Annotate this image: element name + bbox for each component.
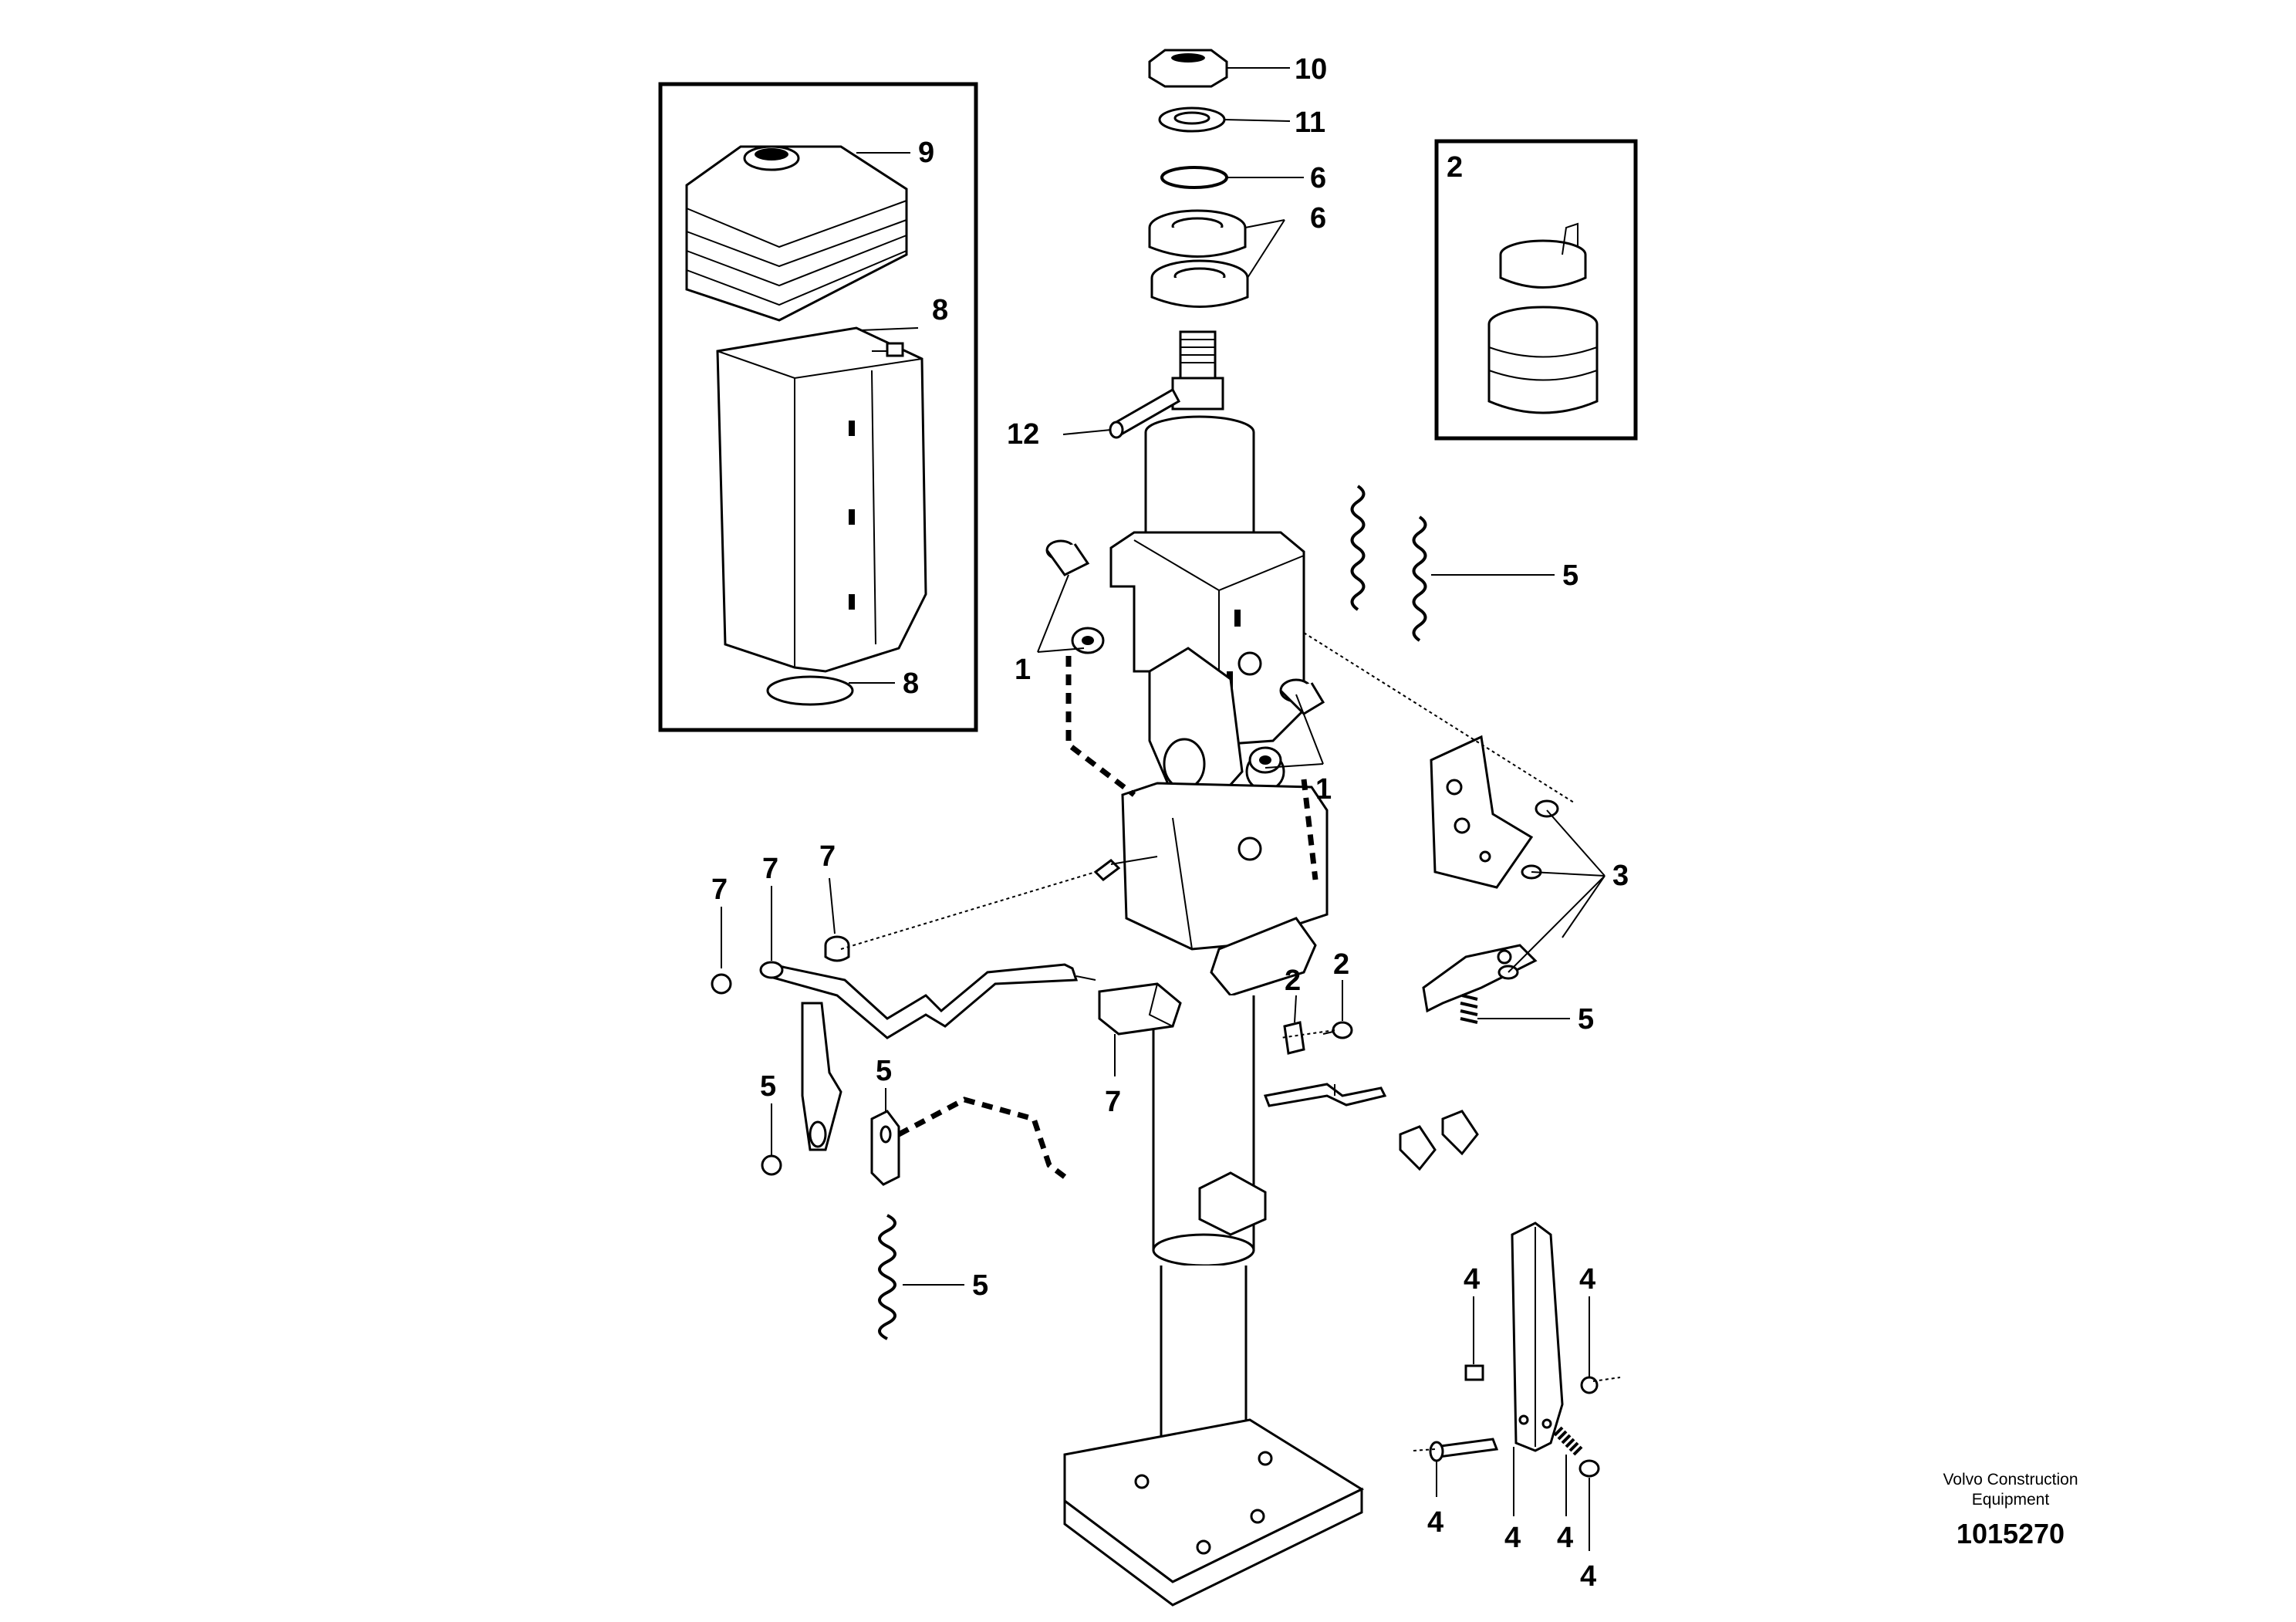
callout-9: 9 xyxy=(918,137,934,169)
pedal-spring xyxy=(1553,1426,1583,1456)
callout-3: 3 xyxy=(1612,860,1629,892)
pedal-washer xyxy=(1580,1376,1599,1394)
leader-lines xyxy=(721,67,1606,1551)
bushing-lower xyxy=(1487,306,1599,414)
callout-1-left: 1 xyxy=(1015,654,1031,686)
washer-5 xyxy=(761,1154,782,1176)
spring-small xyxy=(1460,994,1478,1024)
bush-1-left xyxy=(1071,627,1105,654)
callout-5-washer: 5 xyxy=(760,1070,776,1103)
spring-upper-left xyxy=(1350,485,1366,611)
washer-11 xyxy=(1158,106,1226,133)
callout-4-nut: 4 xyxy=(1580,1560,1596,1593)
latch-lever xyxy=(1422,944,1538,1013)
callout-5-lower-spring: 5 xyxy=(972,1269,988,1302)
assembly-axes xyxy=(840,632,1621,1451)
callout-4-spring: 4 xyxy=(1557,1522,1573,1554)
pedal-bolt xyxy=(1429,1438,1499,1462)
callout-4-bolt: 4 xyxy=(1427,1506,1443,1539)
bushing-inset xyxy=(1434,139,1638,441)
callout-8-ring: 8 xyxy=(903,667,919,700)
bellows-boot xyxy=(685,145,908,322)
callout-4-washer: 4 xyxy=(1579,1263,1595,1296)
callout-5-upper: 5 xyxy=(1562,559,1578,592)
callout-7-washer: 7 xyxy=(711,874,728,906)
bush-1-right xyxy=(1279,678,1325,715)
pedal-pad xyxy=(1464,1364,1484,1381)
washer-7 xyxy=(711,973,732,995)
callout-8-screw: 8 xyxy=(932,294,948,326)
callout-6-bearings: 6 xyxy=(1310,202,1326,235)
clip-pair xyxy=(1399,1110,1479,1171)
callout-4-pedal: 4 xyxy=(1504,1522,1521,1554)
pedal-nut xyxy=(1578,1459,1600,1478)
pin-7 xyxy=(1093,856,1158,881)
callout-1-right: 1 xyxy=(1315,773,1332,806)
link-plate xyxy=(870,1110,900,1186)
callout-7-rod: 7 xyxy=(762,853,778,885)
bush-1-upper xyxy=(1045,539,1090,576)
steering-column xyxy=(1063,330,1365,1607)
manufacturer-name: Volvo Construction Equipment xyxy=(1943,1471,2078,1509)
callout-2-spacer: 2 xyxy=(1285,965,1301,997)
bearing-lower xyxy=(1150,259,1249,308)
callout-5-link: 5 xyxy=(876,1055,892,1087)
screw-2 xyxy=(1322,1021,1353,1039)
connecting-rod xyxy=(1263,1083,1387,1107)
circlip-6 xyxy=(1160,166,1228,189)
drawing-caption: Volvo Construction Equipment 1015270 xyxy=(1926,1470,2095,1550)
callout-10: 10 xyxy=(1295,53,1327,86)
bearing-upper xyxy=(1148,209,1247,258)
bellows-housing xyxy=(716,326,927,673)
bushing-7 xyxy=(824,935,850,962)
callout-11: 11 xyxy=(1295,106,1325,139)
screw-8 xyxy=(872,342,904,357)
callout-7-grip: 7 xyxy=(1105,1086,1121,1118)
clamp-ring xyxy=(766,675,854,706)
spring-lower xyxy=(878,1214,896,1340)
nut-10 xyxy=(1148,49,1228,88)
base-plate xyxy=(1063,1418,1365,1607)
bushing-upper xyxy=(1499,222,1587,289)
callout-4-pad: 4 xyxy=(1464,1263,1480,1296)
grip-block xyxy=(1098,982,1182,1036)
bellows-inset xyxy=(658,82,978,732)
callout-6-circlip: 6 xyxy=(1310,162,1326,194)
lever-rod xyxy=(759,961,1096,1039)
pedal xyxy=(1511,1222,1564,1452)
callout-2-inset: 2 xyxy=(1447,151,1463,184)
callout-7-bushing: 7 xyxy=(819,840,836,873)
spring-upper-right xyxy=(1412,515,1427,642)
pin-3-a xyxy=(1535,799,1559,818)
spacer-2 xyxy=(1283,1021,1305,1055)
lower-lever xyxy=(801,1002,842,1151)
toothed-plate xyxy=(1430,735,1534,889)
callout-2-screw: 2 xyxy=(1333,948,1349,981)
callout-5-small-spring: 5 xyxy=(1578,1003,1594,1036)
part-number: 1015270 xyxy=(1956,1518,2065,1549)
bush-1-center xyxy=(1248,746,1282,774)
callout-12: 12 xyxy=(1007,418,1039,451)
callout-labels: 10 11 6 6 9 8 8 2 12 5 1 1 3 7 7 7 2 2 5… xyxy=(711,53,1629,1593)
